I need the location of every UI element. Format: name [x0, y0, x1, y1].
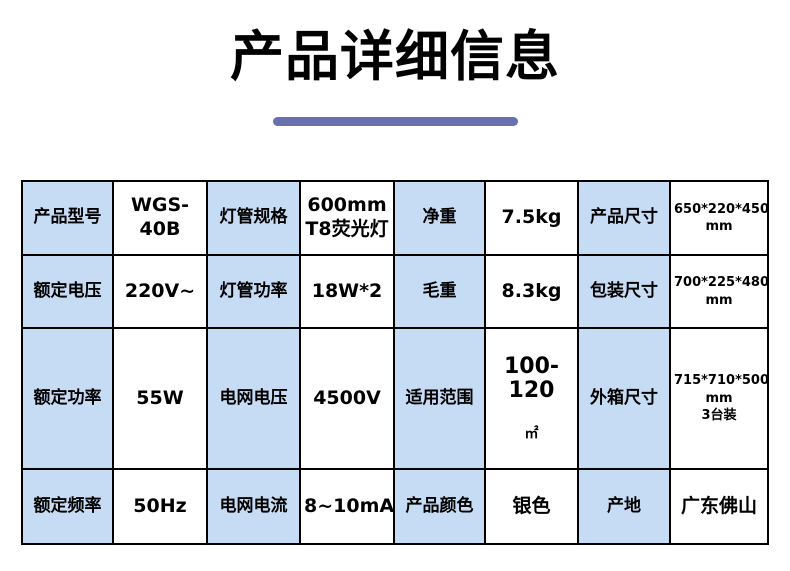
spec-label-model: 产品型号	[21, 180, 114, 257]
spec-label-applicable-range: 适用范围	[393, 327, 486, 471]
spec-value-rated-voltage: 220V~	[112, 254, 208, 330]
spec-label-carton-size: 外箱尺寸	[577, 327, 671, 471]
table-row: 额定电压 220V~ 灯管功率 18W*2 毛重 8.3kg 包装尺寸 700*…	[21, 254, 769, 330]
spec-value-model: WGS-40B	[112, 180, 208, 257]
spec-label-product-color: 产品颜色	[393, 468, 486, 546]
spec-label-rated-frequency: 额定频率	[21, 468, 114, 546]
spec-label-grid-voltage: 电网电压	[206, 327, 301, 471]
spec-value-carton-size: 715*710*500 mm 3台装	[669, 327, 769, 471]
spec-label-net-weight: 净重	[393, 180, 486, 257]
product-spec-table: 产品型号 WGS-40B 灯管规格 600mm T8荧光灯 净重 7.5kg 产…	[21, 180, 769, 546]
spec-value-grid-current: 8~10mA	[299, 468, 395, 546]
spec-label-package-size: 包装尺寸	[577, 254, 671, 330]
spec-label-gross-weight: 毛重	[393, 254, 486, 330]
spec-value-lamp-power: 18W*2	[299, 254, 395, 330]
spec-label-rated-power: 额定功率	[21, 327, 114, 471]
table-row: 额定频率 50Hz 电网电流 8~10mA 产品颜色 银色 产地 广东佛山	[21, 468, 769, 546]
spec-label-origin: 产地	[577, 468, 671, 546]
spec-value-product-color: 银色	[484, 468, 579, 546]
spec-label-lamp-power: 灯管功率	[206, 254, 301, 330]
table-row: 额定功率 55W 电网电压 4500V 适用范围 100-120 ㎡ 外箱尺寸 …	[21, 327, 769, 471]
table-row: 产品型号 WGS-40B 灯管规格 600mm T8荧光灯 净重 7.5kg 产…	[21, 180, 769, 257]
spec-value-applicable-range: 100-120 ㎡	[484, 327, 579, 471]
applicable-range-unit: ㎡	[524, 425, 539, 442]
spec-value-lamp-spec: 600mm T8荧光灯	[299, 180, 395, 257]
spec-value-grid-voltage: 4500V	[299, 327, 395, 471]
title-divider-bar	[272, 117, 518, 127]
spec-value-gross-weight: 8.3kg	[484, 254, 579, 330]
spec-value-rated-power: 55W	[112, 327, 208, 471]
spec-label-product-size: 产品尺寸	[577, 180, 671, 257]
spec-value-origin: 广东佛山	[669, 468, 769, 546]
spec-value-product-size: 650*220*450 mm	[669, 180, 769, 257]
spec-value-rated-frequency: 50Hz	[112, 468, 208, 546]
spec-label-rated-voltage: 额定电压	[21, 254, 114, 330]
spec-label-lamp-spec: 灯管规格	[206, 180, 301, 257]
spec-value-net-weight: 7.5kg	[484, 180, 579, 257]
spec-label-grid-current: 电网电流	[206, 468, 301, 546]
page-title: 产品详细信息	[230, 25, 560, 88]
spec-value-package-size: 700*225*480 mm	[669, 254, 769, 330]
applicable-range-number: 100-120	[503, 353, 560, 404]
